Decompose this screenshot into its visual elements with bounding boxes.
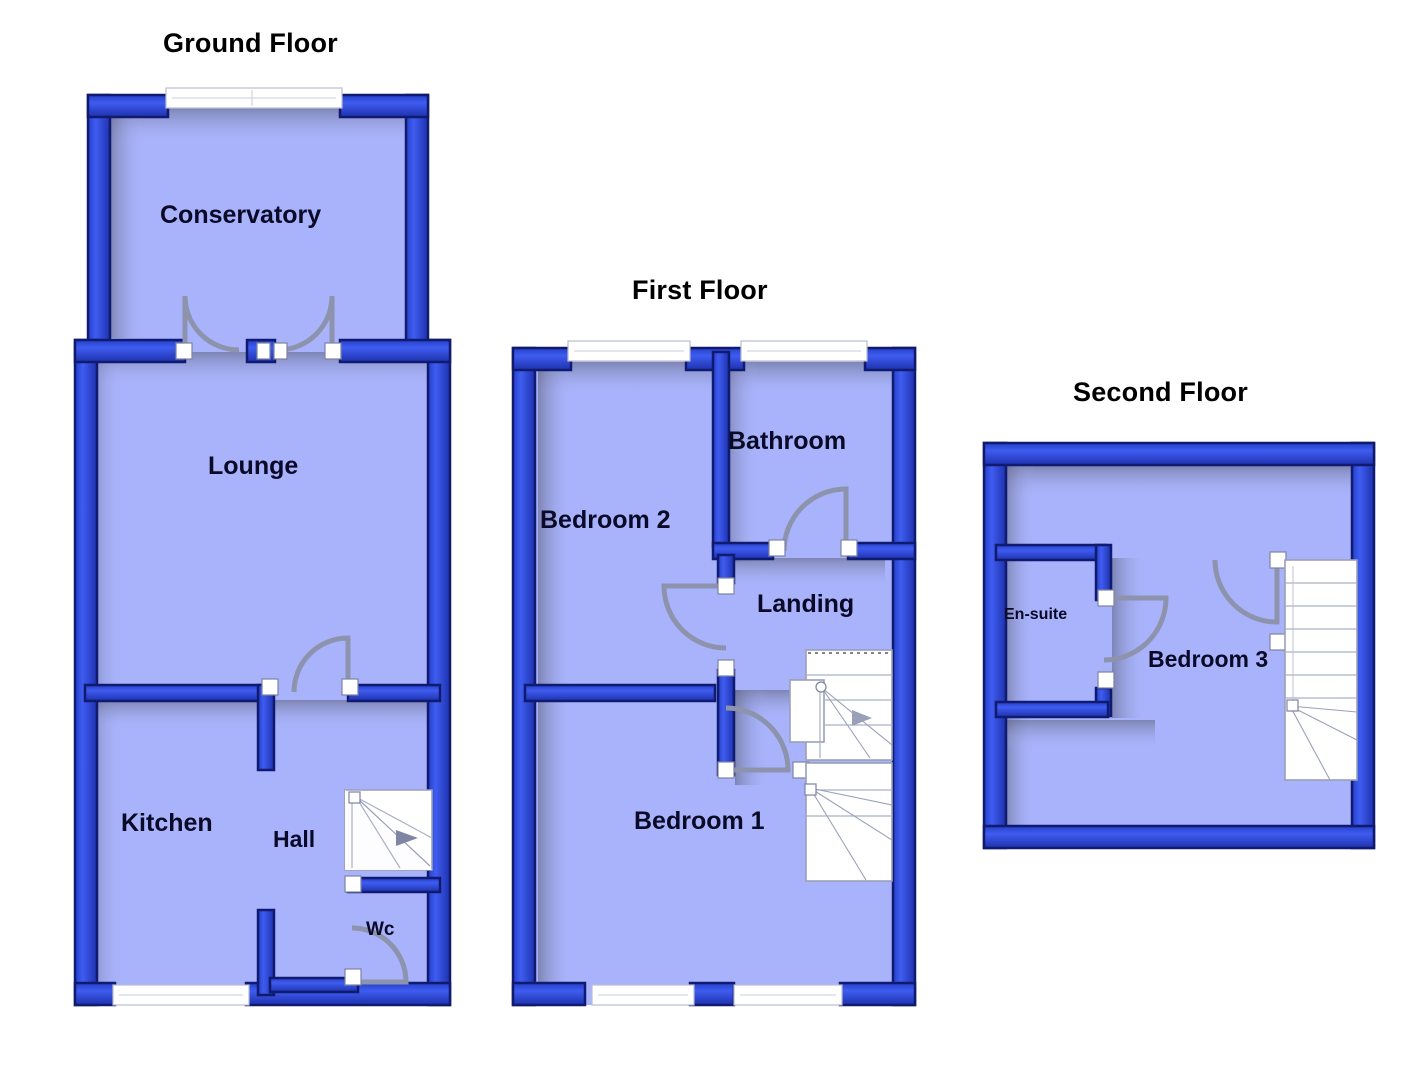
room-label-bathroom: Bathroom — [728, 427, 847, 455]
window-bedroom1-rear-right — [733, 984, 843, 1006]
room-label-wc: Wc — [366, 919, 395, 940]
room-label-bedroom3: Bedroom 3 — [1148, 646, 1269, 672]
ground-floor-plan — [73, 87, 452, 1007]
room-label-kitchen: Kitchen — [121, 809, 213, 837]
room-label-hall: Hall — [273, 826, 316, 852]
floor-title-ground: Ground Floor — [163, 28, 338, 58]
staircase-first-floor-up — [789, 649, 893, 761]
first-floor-windows — [567, 340, 868, 1006]
second-floor-doors — [1103, 559, 1280, 663]
staircase-first-floor-down — [804, 762, 893, 882]
first-floor-partitions — [523, 350, 917, 777]
second-floor-partitions — [994, 543, 1113, 719]
window-bedroom1-rear-left — [591, 984, 695, 1006]
second-floor-walls — [982, 441, 1376, 850]
room-label-lounge: Lounge — [208, 452, 299, 480]
room-label-bedroom1: Bedroom 1 — [634, 807, 765, 835]
window-bathroom-front — [740, 340, 868, 362]
second-floor-door-jambs — [1097, 551, 1287, 689]
staircase-second-floor — [1284, 559, 1358, 781]
ground-floor-windows — [112, 87, 343, 1006]
first-floor-door-jambs — [717, 539, 858, 779]
room-label-bedroom2: Bedroom 2 — [540, 506, 671, 534]
ground-floor-door-jambs — [175, 342, 362, 986]
ground-floor-shading — [88, 108, 438, 992]
second-floor-shading — [1005, 466, 1355, 834]
second-floor-plan — [982, 441, 1376, 850]
window-conservatory-front — [165, 87, 343, 109]
window-kitchen-rear — [112, 984, 250, 1006]
floor-title-first: First Floor — [632, 275, 768, 305]
first-floor-doors — [661, 486, 849, 773]
first-floor-plan — [511, 340, 917, 1007]
ground-floor-doors — [182, 295, 409, 985]
first-floor-walls — [511, 346, 917, 1007]
room-label-landing: Landing — [757, 590, 855, 618]
staircase-ground-floor — [344, 789, 433, 871]
window-bedroom2-front — [567, 340, 691, 362]
room-label-ensuite: En-suite — [1004, 606, 1068, 623]
room-label-conservatory: Conservatory — [160, 201, 322, 229]
floor-title-second: Second Floor — [1073, 377, 1248, 407]
ground-floor-walls — [73, 93, 452, 1007]
